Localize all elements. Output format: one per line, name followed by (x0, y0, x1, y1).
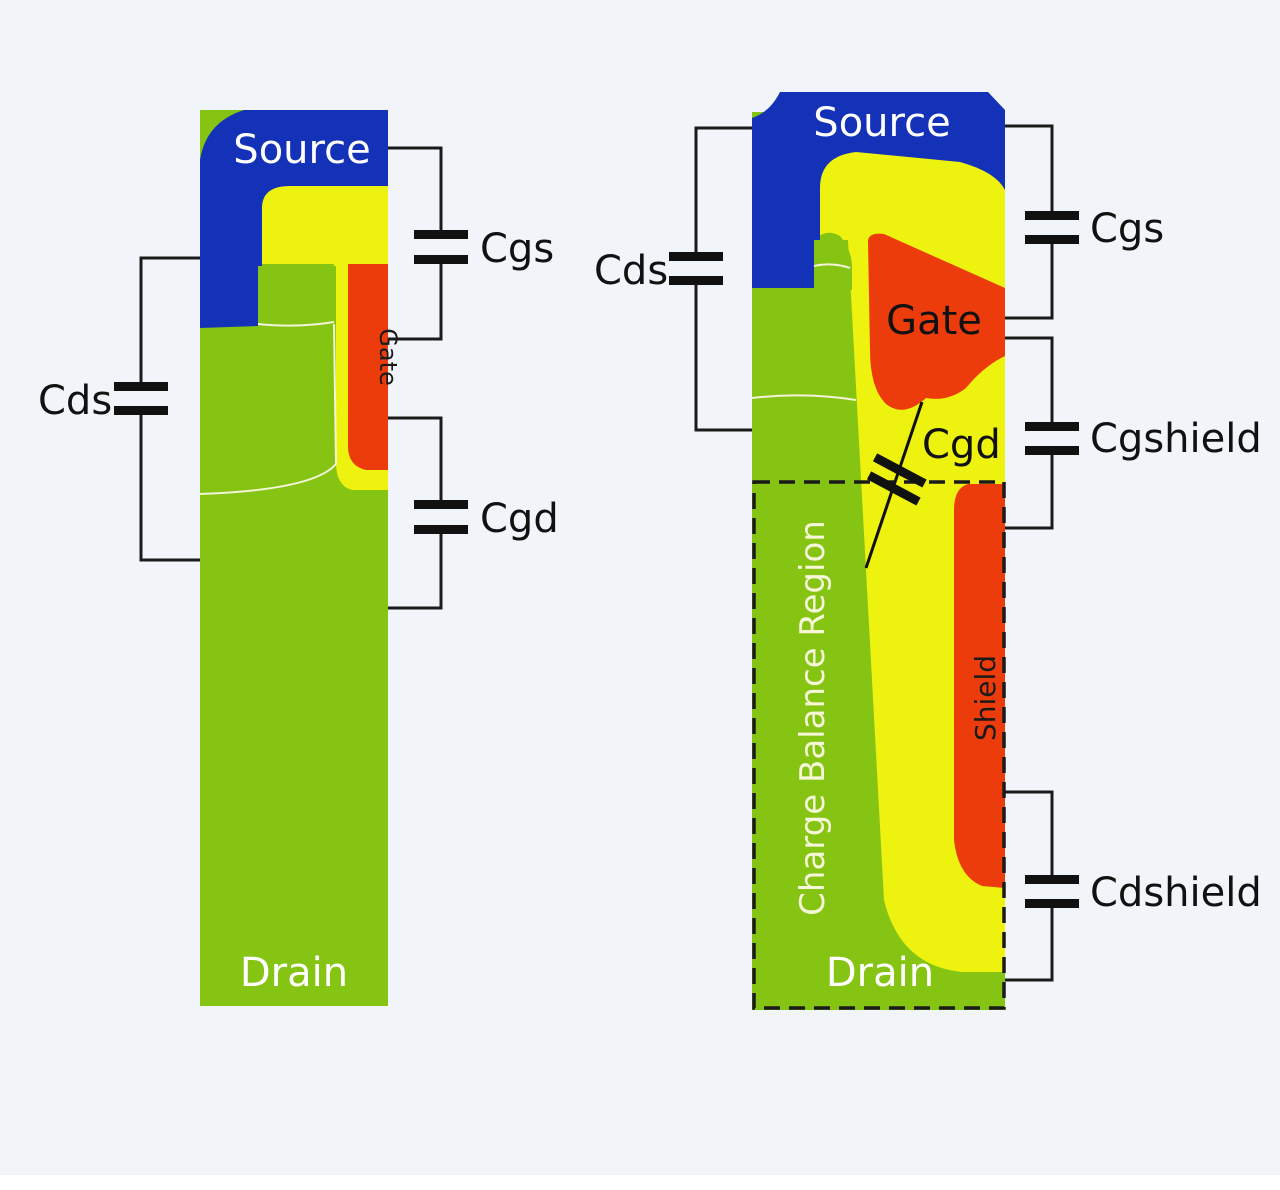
left-cgs-label: Cgs (480, 226, 554, 272)
right-mesa (814, 232, 852, 290)
right-shield (954, 484, 1005, 888)
left-junction-line-bottom (199, 323, 338, 495)
left-drain-label: Drain (240, 950, 348, 996)
right-junction-line-top (813, 263, 851, 269)
right-cdshield-capacitor: Cdshield (1005, 790, 1262, 982)
right-cdshield-label: Cdshield (1090, 870, 1262, 916)
right-cgs-label: Cgs (1090, 206, 1164, 252)
right-source-label: Source (813, 100, 950, 146)
charge-balance-region-label: Charge Balance Region (793, 520, 833, 916)
right-cgshield-capacitor: Cgshield (1005, 336, 1262, 530)
left-cgd-capacitor: Cgd (388, 416, 559, 610)
right-source (752, 92, 1005, 288)
left-junction-line-top (257, 321, 335, 327)
right-cgshield-label: Cgshield (1090, 416, 1262, 462)
right-cgd-capacitor: Cgd (864, 401, 1001, 569)
right-cds-capacitor: Cds (594, 126, 752, 432)
left-cds-capacitor: Cds (38, 256, 200, 562)
right-gate (868, 233, 1005, 410)
right-drain-label: Drain (826, 950, 934, 996)
right-shield-label: Shield (969, 655, 1002, 741)
right-cds-label: Cds (594, 248, 668, 294)
right-gate-label: Gate (886, 298, 982, 344)
left-cds-label: Cds (38, 378, 112, 424)
left-gate-label: Gate (374, 328, 402, 385)
left-gate (348, 264, 388, 470)
right-device: Source Gate Shield Drain Charge Balance … (594, 92, 1262, 1010)
left-source (200, 110, 388, 328)
left-cgs-capacitor: Cgs (388, 146, 554, 341)
bottom-strip (0, 1175, 1280, 1190)
right-junction-line-bottom (751, 394, 857, 401)
left-mesa (258, 264, 334, 326)
right-cgd-label: Cgd (922, 422, 1001, 468)
left-cgd-label: Cgd (480, 496, 559, 542)
left-source-label: Source (233, 127, 370, 173)
right-cgs-capacitor: Cgs (1005, 124, 1164, 320)
left-device: Source Gate Drain Cgs Cgd Cds (38, 110, 559, 1006)
